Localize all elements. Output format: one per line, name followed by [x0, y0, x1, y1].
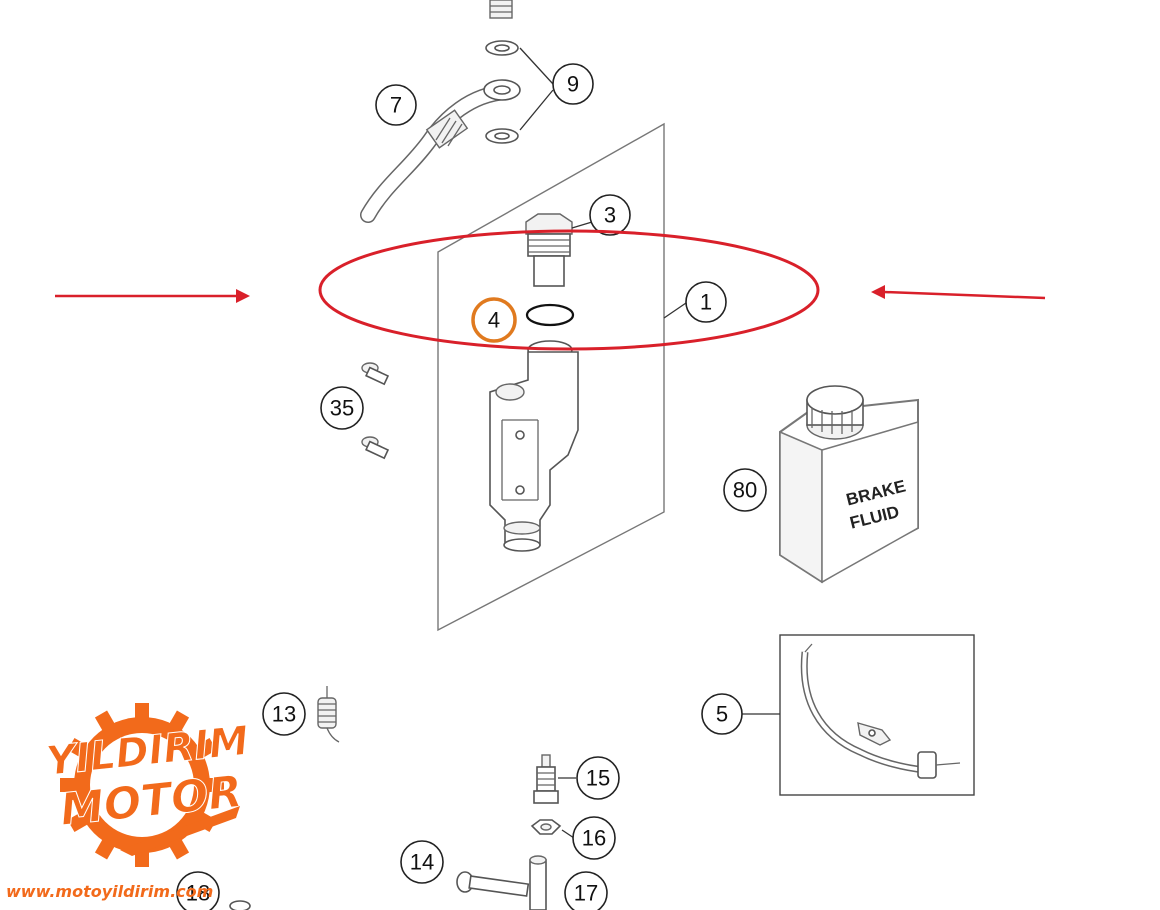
brake-fluid-bottle: BRAKE FLUID [779, 385, 919, 584]
callout-9: 9 [552, 63, 594, 105]
bleeder-valve [533, 754, 559, 804]
callout-1: 1 [685, 281, 727, 323]
callout-15: 15 [576, 756, 620, 800]
callout-3-label: 3 [604, 203, 616, 228]
arrow-right-head [871, 285, 885, 299]
logo-url: www.motoyildirim.com [6, 882, 213, 901]
callout-5: 5 [701, 693, 743, 735]
callout-14: 14 [400, 840, 444, 884]
callout-35-label: 35 [330, 396, 354, 421]
push-rod [529, 855, 547, 910]
top-bolt-stub [489, 0, 513, 19]
brake-hose [360, 79, 521, 223]
callout-1-label: 1 [700, 290, 712, 315]
callout-7-label: 7 [390, 93, 402, 118]
callout-4-label: 4 [488, 308, 500, 333]
callout-4: 4 [471, 297, 517, 343]
callout-17-label: 17 [574, 881, 598, 906]
logo-gear [60, 703, 224, 867]
reservoir-fitting [525, 213, 573, 287]
arrow-left-head [236, 289, 250, 303]
callout-14-label: 14 [410, 850, 434, 875]
screw-upper [361, 362, 390, 386]
leader-lines [519, 47, 780, 839]
hose-kit-box [779, 634, 975, 796]
small-washer [229, 900, 251, 910]
spring [317, 686, 340, 743]
callout-13-label: 13 [272, 702, 296, 727]
callout-18: 18 [176, 871, 220, 910]
callout-35: 35 [320, 386, 364, 430]
logo-swoosh [120, 806, 240, 856]
callout-5-label: 5 [716, 702, 728, 727]
callout-18-label: 18 [186, 881, 210, 906]
highlight-ellipse [318, 229, 820, 351]
washer-upper [485, 40, 519, 56]
pivot-bolt [456, 871, 530, 897]
callout-3: 3 [589, 194, 631, 236]
master-cylinder-body [489, 340, 579, 552]
callout-15-label: 15 [586, 766, 610, 791]
o-ring [525, 303, 575, 327]
arrow-right-shaft [883, 290, 1046, 300]
callout-7: 7 [375, 84, 417, 126]
callout-16-label: 16 [582, 826, 606, 851]
callout-80: 80 [723, 468, 767, 512]
yildirim-motor-logo: YILDIRIM MOTOR www.motoyildirim.com [6, 703, 251, 901]
callout-9-label: 9 [567, 72, 579, 97]
washer-lower [485, 128, 519, 144]
callout-16: 16 [572, 816, 616, 860]
callout-80-label: 80 [733, 478, 757, 503]
screw-lower [361, 436, 390, 460]
callout-17: 17 [564, 871, 608, 910]
nut [530, 819, 562, 835]
highlight-annotation [55, 229, 1046, 351]
callout-13: 13 [262, 692, 306, 736]
